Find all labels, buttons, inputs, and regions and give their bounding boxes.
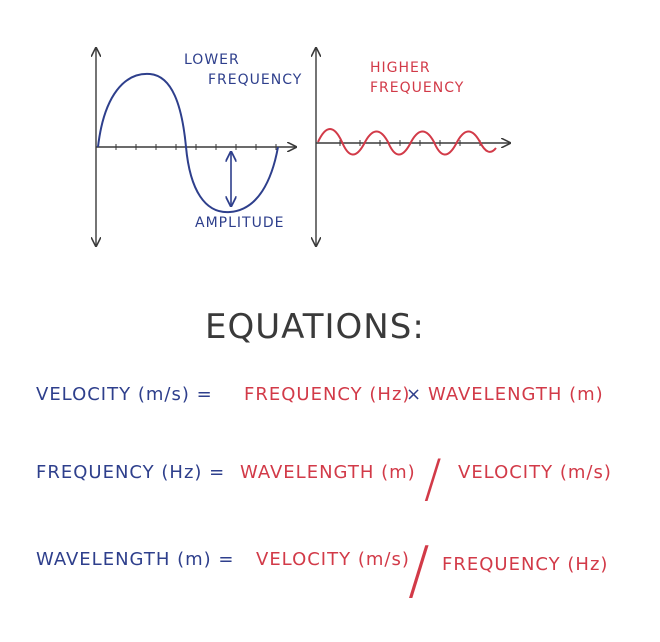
eq2-rhs-a: WAVELENGTH (m) <box>240 462 416 483</box>
lower-label-line2: FREQUENCY <box>208 72 302 88</box>
equations-title: EQUATIONS: <box>205 307 425 347</box>
eq1-rhs-b: WAVELENGTH (m) <box>428 384 604 405</box>
lower-x-ticks <box>115 144 277 150</box>
equation-frequency: FREQUENCY (Hz) = WAVELENGTH (m) / VELOCI… <box>36 449 612 509</box>
eq2-lhs: FREQUENCY (Hz) = <box>36 462 225 483</box>
higher-frequency-graph: HIGHER FREQUENCY <box>316 48 510 246</box>
lower-frequency-graph: LOWER FREQUENCY AMPLITUDE <box>96 48 302 246</box>
higher-label-line2: FREQUENCY <box>370 80 464 96</box>
eq3-rhs-a: VELOCITY (m/s) <box>256 549 410 570</box>
equation-velocity: VELOCITY (m/s) = FREQUENCY (Hz) × WAVELE… <box>36 384 604 405</box>
lower-frequency-wave <box>97 72 279 214</box>
eq3-slash: / <box>408 534 431 608</box>
higher-label-line1: HIGHER <box>370 60 431 76</box>
amplitude-label: AMPLITUDE <box>195 215 284 231</box>
eq3-rhs-b: FREQUENCY (Hz) <box>442 554 608 575</box>
eq1-operator: × <box>406 384 422 405</box>
eq2-rhs-b: VELOCITY (m/s) <box>458 462 612 483</box>
higher-frequency-wave <box>317 128 497 156</box>
lower-label-line1: LOWER <box>184 52 240 68</box>
eq2-slash: / <box>424 449 443 509</box>
eq1-lhs: VELOCITY (m/s) = <box>36 384 213 405</box>
equation-wavelength: WAVELENGTH (m) = VELOCITY (m/s) / FREQUE… <box>36 534 608 608</box>
eq3-lhs: WAVELENGTH (m) = <box>36 549 234 570</box>
eq1-rhs-a: FREQUENCY (Hz) <box>244 384 410 405</box>
